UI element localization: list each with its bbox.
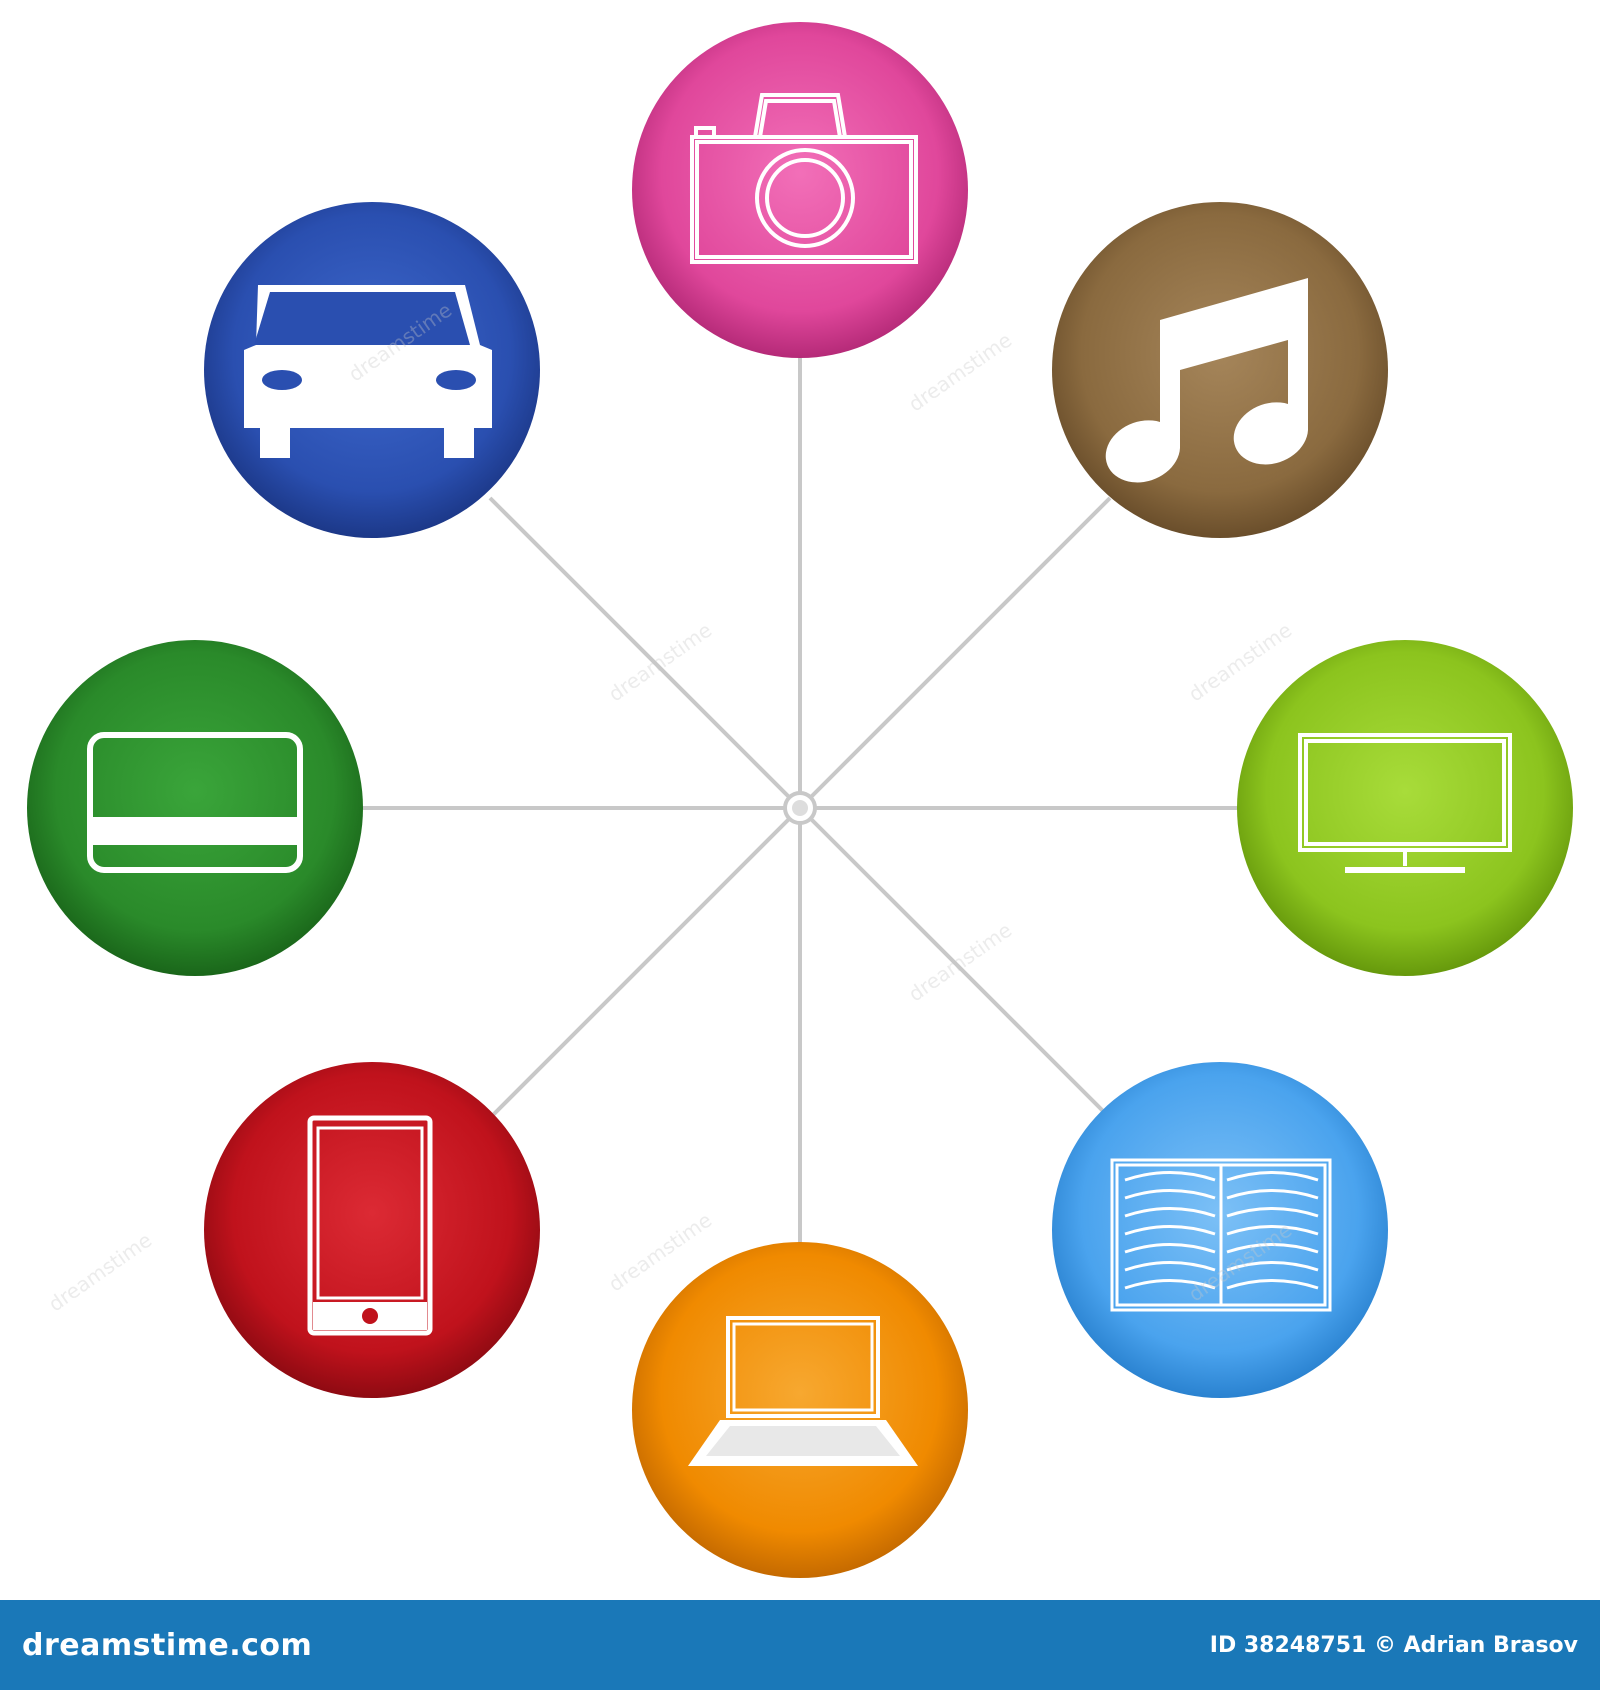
device-network-diagram: [27, 22, 1573, 1578]
credit-card-icon: [87, 732, 303, 873]
footer-bar: dreamstime.com ID 38248751 © Adrian Bras…: [0, 1600, 1600, 1690]
brand-logo[interactable]: dreamstime.com: [22, 1627, 313, 1663]
image-credit: ID 38248751 © Adrian Brasov: [1209, 1632, 1578, 1658]
node-camera[interactable]: [632, 22, 968, 358]
node-phone[interactable]: [204, 1062, 540, 1398]
open-book-icon: [1110, 1158, 1332, 1312]
node-music[interactable]: [1052, 202, 1388, 538]
spoke-car: [488, 496, 802, 810]
spoke-phone: [488, 806, 802, 1120]
node-laptop[interactable]: [632, 1242, 968, 1578]
spokes: [360, 355, 1240, 1245]
spoke-music: [798, 496, 1112, 810]
laptop-icon: [688, 1316, 918, 1466]
node-car[interactable]: [204, 202, 540, 538]
node-card[interactable]: [27, 640, 363, 976]
smartphone-icon: [307, 1115, 433, 1336]
music-note-icon: [1105, 278, 1308, 483]
hub-node-inner: [792, 800, 808, 816]
car-icon: [244, 285, 492, 458]
monitor-icon: [1298, 733, 1512, 873]
camera-icon: [690, 93, 918, 264]
spoke-book: [798, 806, 1112, 1120]
node-tv[interactable]: [1237, 640, 1573, 976]
node-book[interactable]: [1052, 1062, 1388, 1398]
